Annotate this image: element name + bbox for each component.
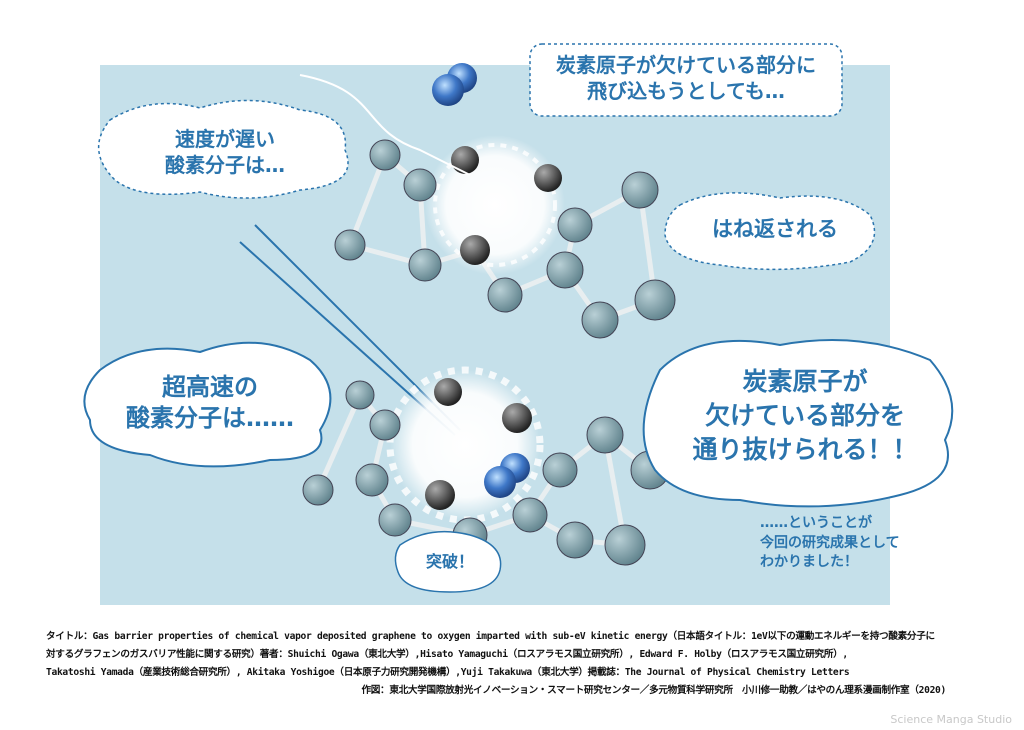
credit-authors: 対するグラフェンのガスバリア性能に関する研究）著者：Shuichi Ogawa（… xyxy=(46,649,848,660)
carbon-atoms-lower xyxy=(302,380,670,566)
vacancy-ring xyxy=(433,143,557,267)
bubble-top-left: 速度が遅い 酸素分子は… xyxy=(115,126,335,178)
bubble-line: 飛び込もうとしても… xyxy=(587,79,785,103)
bubble-top-center: 炭素原子が欠けている部分に 飛び込もうとしても… xyxy=(530,52,842,104)
bubble-line: 超高速の xyxy=(162,373,258,401)
bubble-bounce: はね返される xyxy=(670,216,880,243)
bubble-right-big: 炭素原子が 欠けている部分を 通り抜けられる！！ xyxy=(655,365,955,466)
bubble-line: 通り抜けられる！！ xyxy=(692,434,918,464)
vacancy-glow xyxy=(425,135,565,275)
bubble-line: 突破！ xyxy=(425,552,474,571)
bubble-breakthrough-shape xyxy=(394,530,502,593)
credits: タイトル：Gas barrier properties of chemical … xyxy=(46,628,986,700)
credit-illustration: 作図：東北大学国際放射光イノベーション・スマート研究センター／多元物質科学研究所… xyxy=(361,685,946,696)
conclusion-line: わかりました！ xyxy=(760,554,858,571)
bubble-line: はね返される xyxy=(712,217,838,241)
bubble-top-center-shape xyxy=(529,43,843,117)
hydrogen-atoms-upper xyxy=(451,146,562,265)
bubble-line: 炭素原子が xyxy=(742,367,868,396)
bubble-line: 欠けている部分を xyxy=(704,400,905,430)
bubble-line: 酸素分子は…… xyxy=(126,404,294,433)
oxygen-molecule-upper xyxy=(432,63,477,106)
bubble-bounce-shape xyxy=(664,192,876,271)
watermark: Science Manga Studio xyxy=(890,713,1012,726)
conclusion-line: ……ということが xyxy=(760,515,872,531)
bubble-top-left-shape xyxy=(97,99,349,199)
conclusion-line: 今回の研究成果として xyxy=(760,534,900,551)
bubble-line: 炭素原子が欠けている部分に xyxy=(556,53,816,77)
oxygen-molecule-lower xyxy=(484,453,530,498)
bubble-left-big: 超高速の 酸素分子は…… xyxy=(95,372,325,434)
credit-authors-journal: Takatoshi Yamada（産業技術総合研究所）, Akitaka Yos… xyxy=(46,667,850,678)
bubble-right-big-shape xyxy=(642,339,954,508)
carbon-atoms-upper xyxy=(334,139,676,339)
bubble-left-big-shape xyxy=(83,341,332,468)
hydrogen-atoms-lower xyxy=(425,378,532,510)
conclusion-text: ……ということが 今回の研究成果として わかりました！ xyxy=(760,514,960,573)
trajectory-line xyxy=(299,74,471,176)
credit-title: タイトル：Gas barrier properties of chemical … xyxy=(46,631,935,642)
bubble-breakthrough: 突破！ xyxy=(400,552,500,573)
bubble-line: 速度が遅い xyxy=(175,127,275,151)
bubble-line: 酸素分子は… xyxy=(165,153,285,177)
